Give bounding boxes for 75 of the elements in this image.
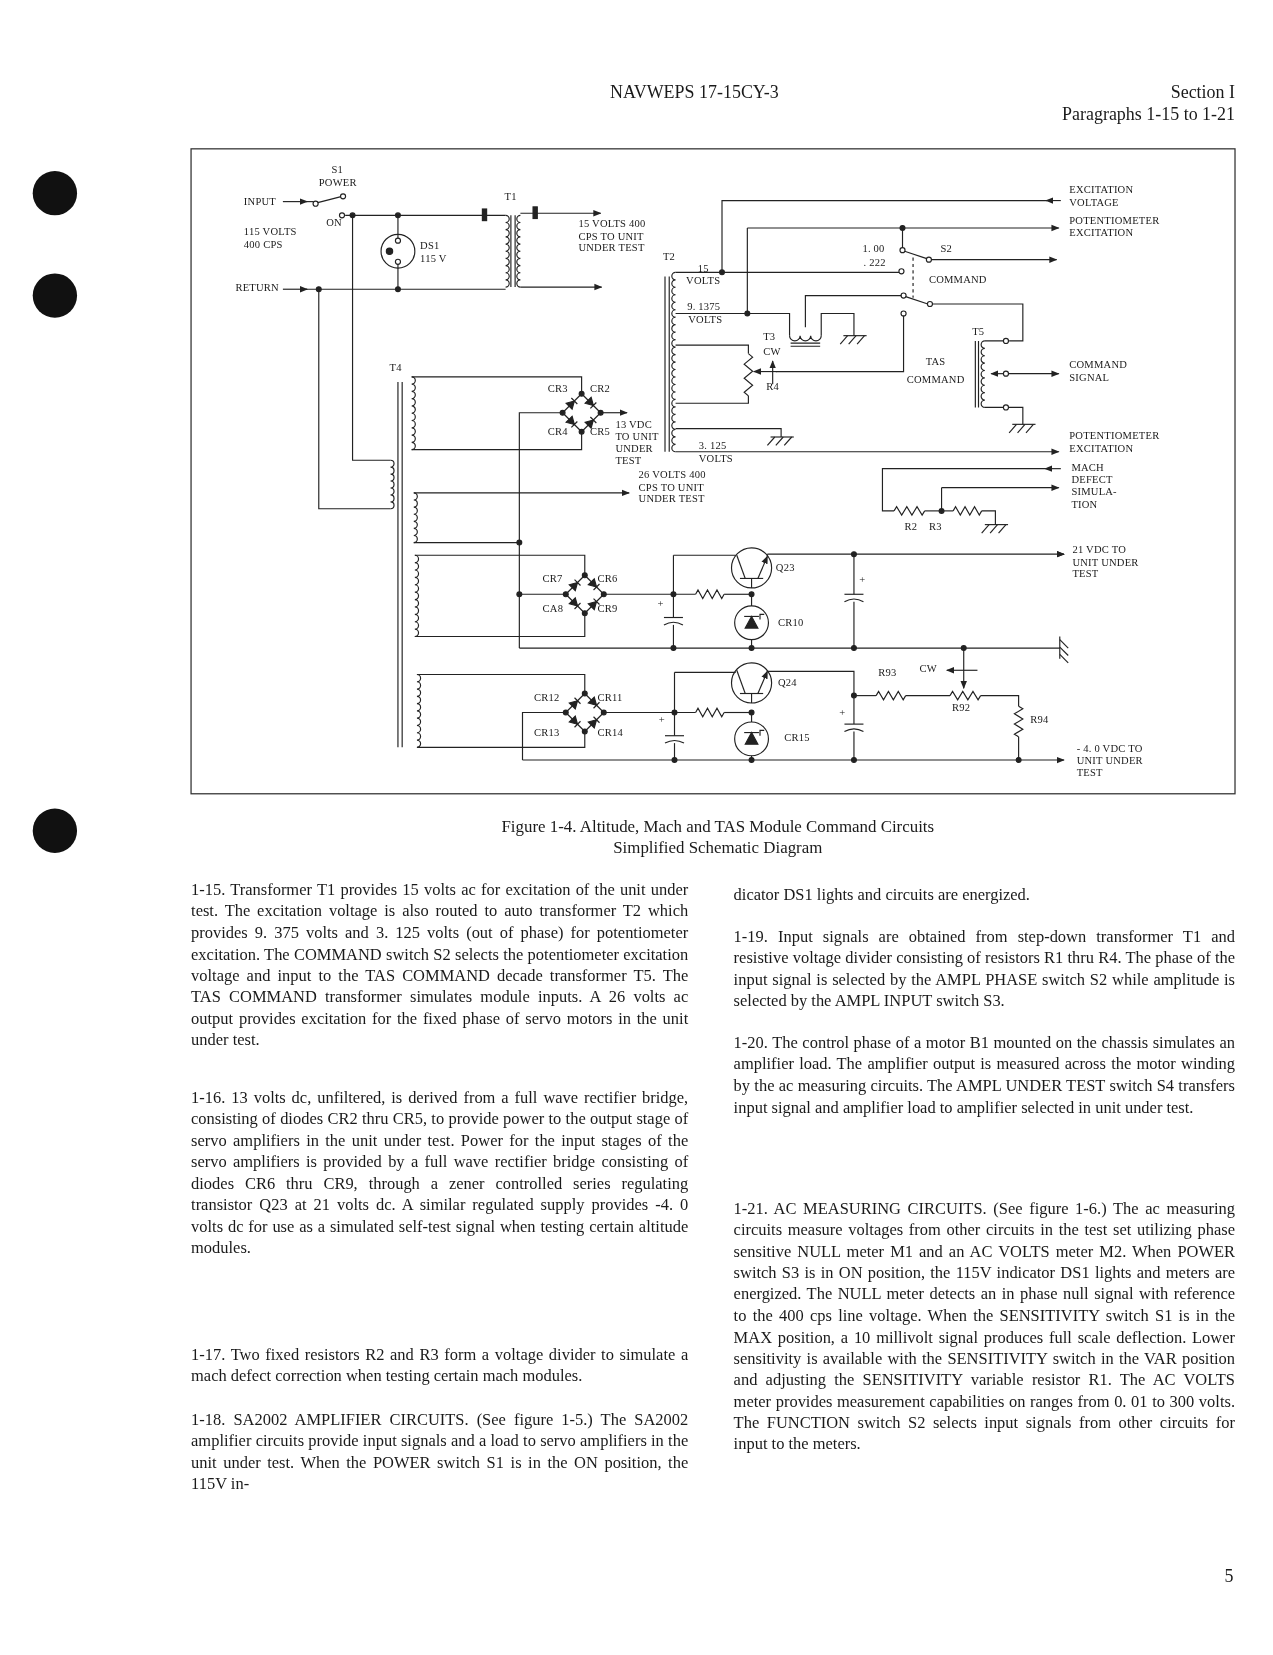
schematic-label: CR12 xyxy=(534,691,560,704)
figure-caption: Figure 1-4. Altitude, Mach and TAS Module Command Circuits Simplified Schematic Diagram xyxy=(500,816,936,859)
schematic-label: CR13 xyxy=(534,726,560,739)
schematic-label: CR2 xyxy=(590,382,611,395)
body-paragraph: 1-17. Two fixed resistors R2 and R3 form a voltage divider to simulate a mach defect correction when testing certain mach modules. xyxy=(191,1343,689,1387)
section-heading: Section I xyxy=(1170,82,1235,104)
schematic-label: COMMAND xyxy=(928,273,987,286)
schematic-label: TAS xyxy=(925,355,946,368)
schematic-label: CR15 xyxy=(784,731,810,744)
schematic-label: R94 xyxy=(1030,713,1049,726)
schematic-label: CR6 xyxy=(597,572,618,585)
schematic-label: CR7 xyxy=(542,572,563,585)
schematic-label: T1 xyxy=(504,190,517,203)
schematic-label: . 222 xyxy=(863,256,886,269)
document-number: NAVWEPS 17-15CY-3 xyxy=(610,82,779,104)
schematic-label: CW xyxy=(763,345,781,358)
schematic-label: 9. 1375 xyxy=(687,300,721,313)
body-paragraph: 1-21. AC MEASURING CIRCUITS. (See figure 1-6.) The ac measuring circuits measure voltages from other circuits in the test set utilizing phase sensitive NULL meter M1 and an AC VOLTS meter M2. When POWER switch S3 is in ON position, the 115V indicator DS1 lights and meters are energized. The NULL meter detects an in phase null signal with reference to the 400 cps line voltage. When the SENSITIVITY switch S1 is in the MAX position, a 10 millivolt signal produces full scale deflection. Lower sensitivity is available with the SENSITIVITY switch in the VAR position and adjusting the SENSITIVITY variable resistor R1. The AC VOLTS meter provides measurement capabilities on ranges from 0. 01 to 300 volts. The FUNCTION switch S2 selects input signals from other circuits for input to the meters. xyxy=(733,1198,1235,1455)
schematic-label: ON xyxy=(326,216,342,229)
schematic-label: COMMAND SIGNAL xyxy=(1069,358,1129,384)
schematic-label: T3 xyxy=(763,330,776,343)
schematic-label: POWER xyxy=(318,176,357,189)
schematic-label: VOLTS xyxy=(698,452,733,465)
schematic-label: 15 xyxy=(697,262,709,275)
body-paragraph: 1-16. 13 volts dc, unfiltered, is derived from a full wave rectifier bridge, consisting of diodes CR2 thru CR5, to provide power to the output stage of servo amplifiers in the unit under test. Power for the input stages of the servo amplifiers is provided by a full wave rectifier bridge consisting of diodes CR6 thru CR9, through a zener controlled series regulating transistor Q23 at 21 volts dc. A similar regulated supply provides -4. 0 volts dc for use as a simulated self-test signal when testing certain altitude modules. xyxy=(191,1087,689,1259)
body-paragraph: dicator DS1 lights and circuits are energized. xyxy=(733,884,1031,906)
schematic-label: MACH DEFECT SIMULA- TION xyxy=(1071,461,1118,510)
schematic-label: 15 VOLTS 400 CPS TO UNIT UNDER TEST xyxy=(578,217,647,254)
schematic-label: R92 xyxy=(952,701,971,715)
schematic-label: R93 xyxy=(878,666,897,679)
schematic-label: 1. 00 xyxy=(862,242,885,255)
schematic-label: R4 xyxy=(766,380,780,393)
schematic-label: 3. 125 xyxy=(698,439,727,452)
schematic-label: CA8 xyxy=(542,602,564,615)
schematic-label: S1 xyxy=(331,163,343,176)
schematic-label: POTENTIOMETER EXCITATION xyxy=(1069,214,1161,239)
schematic-label: RETURN xyxy=(235,281,279,294)
schematic-label: EXCITATION VOLTAGE xyxy=(1069,183,1135,208)
schematic-label: INPUT xyxy=(243,195,276,208)
schematic-label: DS1 115 V xyxy=(420,239,448,264)
schematic-label: Q23 xyxy=(775,561,795,574)
schematic-label: Q24 xyxy=(777,676,797,689)
schematic-label: VOLTS xyxy=(688,313,723,326)
schematic-label: R2 xyxy=(904,520,918,533)
schematic-label: + xyxy=(859,573,866,586)
schematic-label: 13 VDC TO UNIT UNDER TEST xyxy=(615,418,660,467)
body-paragraph: 1-20. The control phase of a motor B1 mounted on the chassis simulates an amplifier load. The amplifier output is measured across the motor winding by the ac measuring circuits. The AMPL UNDER TEST switch S4 transfers input signal and amplifier load to amplifier selected in unit under test. xyxy=(733,1032,1235,1119)
schematic-label: CR5 xyxy=(590,425,611,438)
schematic-label: + xyxy=(839,706,846,719)
schematic-label: CR10 xyxy=(777,616,804,629)
schematic-label: POTENTIOMETER EXCITATION xyxy=(1069,429,1161,454)
schematic-label: R3 xyxy=(928,520,942,533)
body-paragraph: 1-18. SA2002 AMPLIFIER CIRCUITS. (See figure 1-5.) The SA2002 amplifier circuits provide input signals and a load to servo amplifiers in the unit under test. When the POWER switch S1 is in the ON position, the 115V in- xyxy=(191,1409,689,1495)
schematic-label: COMMAND xyxy=(906,373,965,386)
schematic-label: T2 xyxy=(662,250,676,263)
schematic-label: - 4. 0 VDC TO UNIT UNDER TEST xyxy=(1076,742,1144,779)
schematic-label: T4 xyxy=(389,361,402,374)
schematic-label: CR14 xyxy=(597,726,623,739)
schematic-label: 115 VOLTS 400 CPS xyxy=(243,225,298,251)
body-paragraph: 1-19. Input signals are obtained from step-down transformer T1 and resistive voltage divider consisting of resistors R1 thru R4. The phase of the input signal is selected by the AMPL PHASE switch S2 while amplitude is selected by the AMPL INPUT switch S3. xyxy=(733,925,1235,1012)
paragraph-range: Paragraphs 1-15 to 1-21 xyxy=(1062,104,1235,126)
schematic-label: CR11 xyxy=(597,691,623,704)
schematic-label: CR3 xyxy=(547,382,568,395)
schematic-label: S2 xyxy=(940,242,953,255)
schematic-label: 21 VDC TO UNIT UNDER TEST xyxy=(1072,543,1140,581)
schematic-label: + xyxy=(658,713,665,726)
body-paragraph: 1-15. Transformer T1 provides 15 volts ac for excitation of the unit under test. The excitation voltage is also routed to auto transformer T2 which provides 9. 375 volts and 3. 125 volts (out of phase) for potentiometer excitation. The COMMAND switch S2 selects the potentiometer excitation voltage and input to the TAS COMMAND decade transformer T5. The TAS COMMAND transformer simulates module inputs. A 26 volts ac output provides excitation for the fixed phase of servo motors in the unit under test. xyxy=(191,879,689,1051)
schematic-label: T5 xyxy=(972,325,985,338)
schematic-label: 26 VOLTS 400 CPS TO UNIT UNDER TEST xyxy=(638,468,707,506)
schematic-label: CW xyxy=(919,662,937,676)
page-number: 5 xyxy=(1224,1566,1234,1588)
schematic-label: CR4 xyxy=(547,425,568,438)
schematic-label: + xyxy=(657,597,664,610)
schematic-label: CR9 xyxy=(597,602,618,615)
schematic-label: VOLTS xyxy=(686,274,721,287)
